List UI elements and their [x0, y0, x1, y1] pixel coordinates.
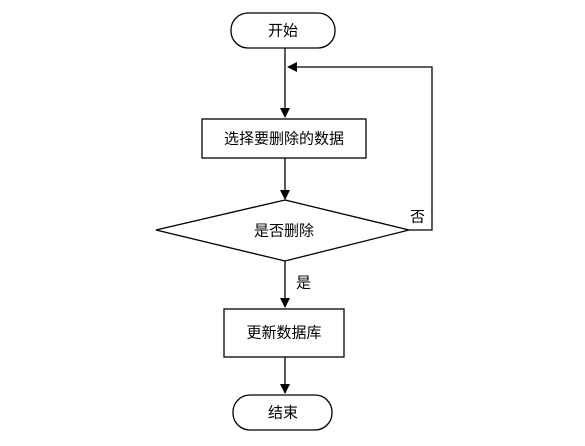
start-label: 开始 [268, 22, 298, 40]
select-data-node: 选择要删除的数据 [201, 118, 367, 159]
yes-edge-label: 是 [296, 274, 311, 292]
select-data-label: 选择要删除的数据 [224, 130, 344, 148]
update-db-label: 更新数据库 [246, 324, 321, 342]
delete-decision-label: 是否删除 [254, 222, 314, 240]
update-db-node: 更新数据库 [223, 308, 345, 358]
start-node: 开始 [230, 12, 336, 49]
end-label: 结束 [268, 404, 298, 422]
no-edge-label: 否 [410, 208, 425, 226]
edge-decision-no-loop [287, 62, 433, 231]
end-node: 结束 [232, 394, 333, 431]
delete-decision-node: 是否删除 [155, 199, 410, 262]
